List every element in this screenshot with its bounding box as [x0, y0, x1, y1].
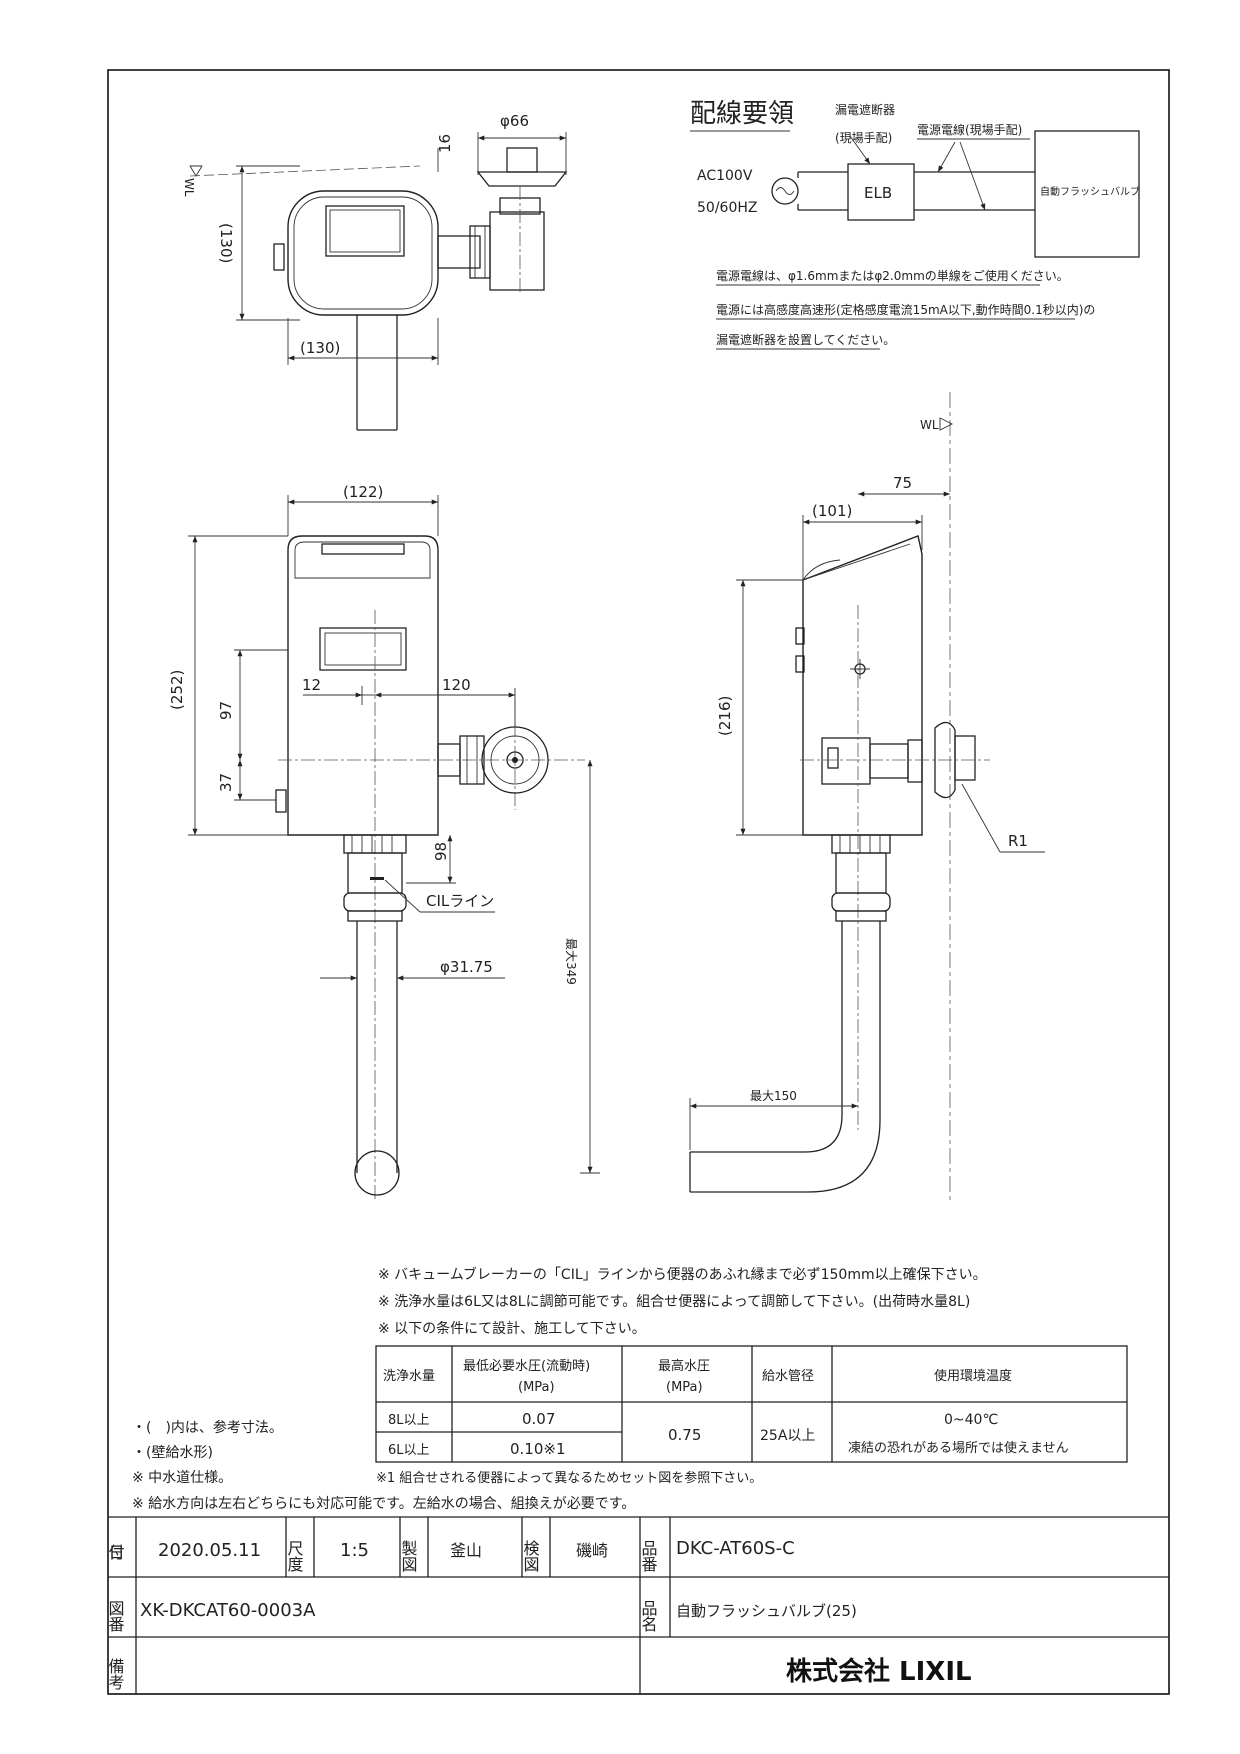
cil-line-label: CILライン [426, 892, 494, 910]
label-scale: 尺度 [285, 1540, 304, 1572]
dim-98: 98 [432, 842, 450, 861]
label-drawn: 製図 [399, 1540, 418, 1572]
td-max-pressure: 0.75 [668, 1426, 701, 1444]
label-remarks: 備考 [106, 1658, 125, 1691]
wiring-note-3: 漏電遮断器を設置してください。 [716, 332, 895, 347]
spec-table: 洗浄水量 最低必要水圧(流動時) (MPa) 最高水圧 (MPa) 給水管径 使… [375, 1345, 1128, 1463]
th-min-pressure: 最低必要水圧(流動時) [463, 1359, 590, 1374]
dim-16: 16 [436, 134, 454, 153]
dim-130-vertical: (130) [217, 223, 235, 263]
value-checked: 磯崎 [576, 1541, 608, 1560]
dim-r1: R1 [1008, 832, 1028, 850]
label-part-no: 品番 [639, 1540, 658, 1572]
label-checked: 検図 [521, 1540, 540, 1572]
note-supply-direction: ※ 給水方向は左右どちらにも対応可能です。左給水の場合、組換えが必要です。 [132, 1496, 635, 1512]
value-drawn: 釜山 [450, 1541, 482, 1560]
front-view: (122) (252) 97 37 12 120 98 CILライン φ31.7… [168, 483, 600, 1200]
side-view: WL 75 ( [689, 392, 1045, 1200]
notes: ※ バキュームブレーカーの「CIL」ラインから便器のあふれ縁まで必ず150mm以… [132, 1266, 987, 1512]
device-label: 自動フラッシュバルブ [1040, 185, 1140, 198]
td-pressure-8l: 0.07 [522, 1410, 555, 1428]
note-reference-dims: ・( )内は、参考寸法。 [132, 1419, 283, 1436]
value-scale: 1:5 [340, 1540, 369, 1561]
note-conditions: ※ 以下の条件にて設計、施工して下さい。 [378, 1320, 646, 1337]
dim-130-horizontal: (130) [300, 339, 340, 357]
dim-3175: φ31.75 [440, 958, 493, 976]
wiring-note-2: 電源には高感度高速形(定格感度電流15mA以下,動作時間0.1秒以内)の [716, 302, 1095, 317]
wiring-title: 配線要領 [690, 99, 794, 129]
dim-120: 120 [442, 676, 471, 694]
note-cil: ※ バキュームブレーカーの「CIL」ラインから便器のあふれ縁まで必ず150mm以… [378, 1266, 987, 1283]
elb-box [847, 163, 915, 221]
dim-37: 37 [217, 773, 235, 792]
note-flush-volume: ※ 洗浄水量は6L又は8Lに調節可能です。組合せ便器によって調節して下さい。(出… [378, 1293, 970, 1310]
wiring-diagram: 配線要領 漏電遮断器 (現場手配) 電源電線(現場手配) AC100V 50/6… [690, 99, 1140, 350]
th-pipe: 給水管径 [762, 1369, 814, 1384]
th-max-pressure: 最高水圧 [658, 1358, 710, 1374]
td-pressure-6l: 0.10※1 [510, 1440, 566, 1458]
th-min-pressure-unit: (MPa) [518, 1380, 555, 1395]
td-flow-6l: 6L以上 [388, 1443, 430, 1458]
wl-label-top: WL [182, 178, 196, 197]
elb-label: ELB [864, 184, 892, 202]
value-product-name: 自動フラッシュバルブ(25) [676, 1602, 857, 1620]
device-box [1034, 130, 1140, 258]
dim-d66: φ66 [500, 112, 529, 130]
dim-max349: 最大349 [564, 938, 578, 985]
td-temp-note: 凍結の恐れがある場所では使えません [848, 1440, 1069, 1456]
dim-max150: 最大150 [750, 1089, 797, 1103]
th-temp: 使用環境温度 [934, 1368, 1012, 1384]
note-wall-supply: ・(壁給水形) [132, 1445, 213, 1461]
dim-122: (122) [343, 483, 383, 501]
top-view: WL φ66 16 (130) (130) [182, 112, 568, 431]
th-max-pressure-unit: (MPa) [666, 1380, 703, 1395]
wl-label-side: WL [920, 418, 939, 432]
dim-75: 75 [893, 474, 912, 492]
title-block: 日付 2020.05.11 尺度 1:5 製図 釜山 検図 磯崎 品番 DKC-… [106, 1516, 1169, 1695]
td-flow-8l: 8L以上 [388, 1413, 430, 1428]
value-date: 2020.05.11 [158, 1540, 261, 1561]
breaker-sub-label: (現場手配) [835, 131, 892, 145]
label-drawing-no: 図番 [106, 1600, 125, 1632]
td-pipe: 25A以上 [760, 1428, 815, 1444]
wiring-note-1: 電源電線は、φ1.6mmまたはφ2.0mmの単線をご使用ください。 [716, 268, 1069, 283]
value-drawing-no: XK-DKCAT60-0003A [140, 1600, 316, 1621]
note-footnote-1: ※1 組合せされる便器によって異なるためセット図を参照下さい。 [376, 1470, 762, 1486]
breaker-label: 漏電遮断器 [835, 102, 895, 117]
td-temp: 0~40℃ [944, 1412, 998, 1428]
dim-252: (252) [168, 670, 186, 710]
dim-12: 12 [302, 676, 321, 694]
company-name: 株式会社 LIXIL [786, 1656, 972, 1687]
th-flow: 洗浄水量 [383, 1369, 435, 1384]
dim-216: (216) [716, 696, 734, 736]
dim-101: (101) [812, 502, 852, 520]
label-product-name: 品名 [639, 1600, 658, 1632]
cable-label: 電源電線(現場手配) [917, 122, 1022, 137]
note-grey-water: ※ 中水道仕様。 [132, 1470, 232, 1486]
power-ac-label: AC100V [697, 168, 753, 184]
value-part-no: DKC-AT60S-C [676, 1538, 795, 1559]
dim-97: 97 [217, 701, 235, 720]
label-date: 日付 [106, 1544, 125, 1561]
power-freq-label: 50/60HZ [697, 200, 757, 216]
